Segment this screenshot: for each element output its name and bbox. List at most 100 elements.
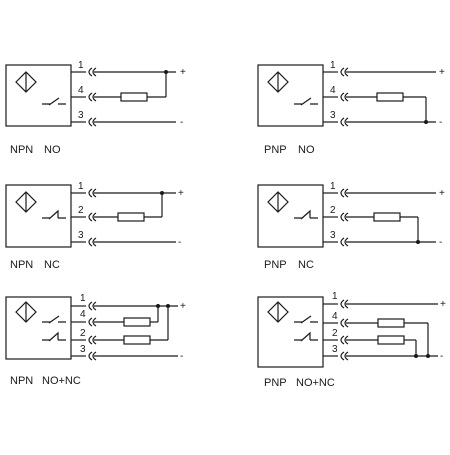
no-contact-symbol xyxy=(294,97,318,106)
pin-number: 3 xyxy=(330,110,336,121)
pin-number: 2 xyxy=(78,205,84,216)
junction-dot xyxy=(164,70,168,74)
supply-sign: + xyxy=(180,301,186,312)
pin-number: 3 xyxy=(78,230,84,241)
diagram-pnp-no-nc: 1 4 2 xyxy=(257,291,446,389)
load-resistor xyxy=(123,317,151,327)
nc-contact-symbol xyxy=(42,209,66,220)
pin-1-wire xyxy=(71,301,178,311)
output-type-label: NPN xyxy=(10,375,33,387)
pin-3-wire xyxy=(323,351,438,361)
ground-sign: - xyxy=(178,237,181,248)
sensor-body xyxy=(257,184,324,248)
sensor-body xyxy=(5,64,72,127)
diagram-npn-nc: 1 2 3 + - NPN NC xyxy=(5,181,184,271)
pin-number: 4 xyxy=(78,85,84,96)
nc-contact-symbol xyxy=(42,331,66,342)
load-resistor xyxy=(123,335,151,345)
pin-2-wire xyxy=(71,193,163,222)
diagram-pnp-no: 1 4 3 + - PNP NO xyxy=(257,60,445,156)
pin-number: 3 xyxy=(330,230,336,241)
diagram-npn-no: 1 4 3 + - NPN NO xyxy=(5,60,186,156)
load-resistor xyxy=(373,212,401,222)
pin-number: 1 xyxy=(78,181,84,192)
pin-2-wire xyxy=(323,335,417,356)
proximity-sensor-icon xyxy=(267,71,289,93)
no-contact-symbol xyxy=(42,315,66,324)
sensor-body xyxy=(257,64,324,127)
proximity-sensor-icon xyxy=(15,191,37,213)
pin-number: 1 xyxy=(80,293,86,304)
pin-3-wire xyxy=(71,237,176,247)
pin-number: 4 xyxy=(332,311,338,322)
pin-1-wire xyxy=(71,67,176,77)
output-type-label: PNP xyxy=(264,259,287,271)
nc-contact-symbol xyxy=(294,331,318,342)
junction-dot xyxy=(166,304,170,308)
pin-number: 3 xyxy=(80,344,86,355)
ground-sign: - xyxy=(439,117,442,128)
contact-mode-label: NO+NC xyxy=(296,377,335,389)
pin-1-wire xyxy=(323,188,436,198)
junction-dot xyxy=(160,191,164,195)
load-resistor xyxy=(117,212,145,222)
diagram-pnp-nc: 1 2 3 + - PNP NC xyxy=(257,181,445,271)
pin-number: 4 xyxy=(330,85,336,96)
pin-1-wire xyxy=(323,299,438,309)
pin-number: 2 xyxy=(332,328,338,339)
proximity-sensor-icon xyxy=(15,71,37,93)
no-contact-symbol xyxy=(42,97,66,106)
pin-3-wire xyxy=(323,117,436,127)
load-resistor xyxy=(377,335,405,345)
contact-mode-label: NO xyxy=(298,144,315,156)
sensor-body xyxy=(257,296,324,368)
pin-3-wire xyxy=(71,117,176,127)
pin-2-wire xyxy=(71,306,169,345)
pin-4-wire xyxy=(323,318,429,356)
pin-number: 3 xyxy=(332,344,338,355)
pin-number: 4 xyxy=(80,309,86,320)
contact-mode-label: NC xyxy=(298,259,314,271)
contact-mode-label: NO xyxy=(44,144,61,156)
sensor-body xyxy=(5,296,72,360)
load-resistor xyxy=(120,92,148,102)
pin-4-wire xyxy=(71,72,167,102)
output-type-label: NPN xyxy=(10,259,33,271)
junction-dot xyxy=(414,354,418,358)
junction-dot xyxy=(156,304,160,308)
pin-1-wire xyxy=(323,67,436,77)
nc-contact-symbol xyxy=(294,209,318,220)
no-contact-symbol xyxy=(294,315,318,324)
junction-dot xyxy=(416,240,420,244)
pin-4-wire xyxy=(323,92,427,122)
pin-number: 1 xyxy=(330,60,336,71)
pin-3-wire xyxy=(71,351,178,361)
proximity-sensor-icon xyxy=(267,191,289,213)
output-type-label: NPN xyxy=(10,144,33,156)
contact-mode-label: NC xyxy=(44,259,60,271)
ground-sign: - xyxy=(440,351,443,362)
supply-sign: + xyxy=(440,299,446,310)
load-resistor xyxy=(377,318,405,328)
pin-number: 3 xyxy=(78,110,84,121)
pin-number: 2 xyxy=(330,205,336,216)
pin-number: 1 xyxy=(332,291,338,302)
contact-mode-label: NO+NC xyxy=(42,375,81,387)
diagram-npn-no-nc: 1 4 2 xyxy=(5,293,186,387)
junction-dot xyxy=(426,354,430,358)
load-resistor xyxy=(376,92,404,102)
pin-2-wire xyxy=(323,212,419,242)
proximity-sensor-icon xyxy=(267,301,289,323)
supply-sign: + xyxy=(180,67,186,78)
pin-number: 1 xyxy=(330,181,336,192)
junction-dot xyxy=(424,120,428,124)
ground-sign: - xyxy=(439,237,442,248)
supply-sign: + xyxy=(439,188,445,199)
sensor-body xyxy=(5,184,72,248)
output-type-label: PNP xyxy=(264,144,287,156)
pin-number: 2 xyxy=(80,328,86,339)
proximity-sensor-icon xyxy=(15,301,37,323)
output-type-label: PNP xyxy=(264,377,287,389)
